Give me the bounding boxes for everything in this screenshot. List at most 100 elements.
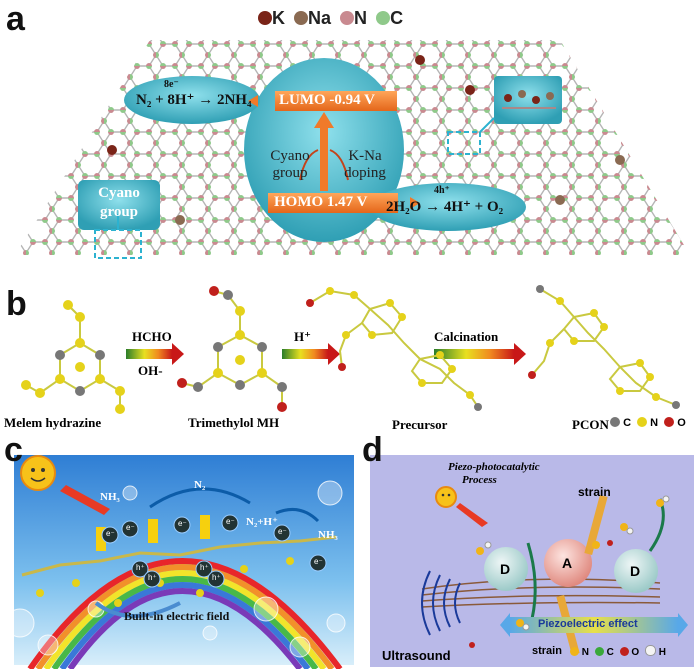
legend-n: N — [354, 8, 368, 28]
charge-label: h⁺ — [148, 573, 157, 582]
c-atom-icon — [610, 417, 620, 427]
sun-icon — [435, 486, 457, 508]
charge-label: e⁻ — [314, 557, 323, 566]
panel-a-canvas — [15, 40, 690, 259]
panel-c-canvas — [5, 455, 354, 669]
donor-right-label: D — [630, 563, 641, 579]
strain-arrow-top — [584, 494, 608, 556]
acceptor-label: A — [562, 555, 573, 571]
field-arrow — [94, 601, 181, 618]
electron-flow-arrow — [526, 542, 537, 620]
cyano-group-label: Cyano group — [270, 148, 310, 181]
panel-d-label: d — [362, 433, 383, 469]
cyano-highlight-box — [94, 229, 142, 259]
precursor-label: Precursor — [392, 417, 448, 432]
reaction-arrow-3 — [434, 349, 514, 359]
doping-curve-arrow — [329, 149, 349, 181]
step1-condition: OH- — [138, 363, 163, 378]
k-na-doping-label: K-Na doping — [344, 148, 386, 181]
na-atom-icon — [294, 11, 309, 25]
piezo-effect-bar — [510, 617, 678, 633]
charge-label: h⁺ — [212, 573, 221, 582]
pcon-label: PCON — [572, 417, 609, 432]
pcon-molecule — [531, 288, 677, 406]
panel-b: b HCHO OH- H⁺ Calcination Melem hydrazin… — [0, 283, 700, 433]
legend-na: Na — [308, 8, 332, 28]
o-atom-icon — [619, 647, 629, 656]
pcon-chain — [21, 535, 337, 577]
light-ray — [60, 485, 110, 515]
panel-d-canvas — [370, 455, 694, 667]
panel-c: c NH₃ N₂ N₂+H⁺ NH₃ Built-in electric fie… — [0, 433, 360, 669]
inset-atoms — [502, 90, 556, 109]
nh3-arrow — [275, 507, 320, 523]
o-atom-icon — [664, 417, 675, 427]
k-atom-icon — [258, 11, 272, 25]
water-reaction-holes: 4h⁺ — [434, 185, 450, 196]
strain-bottom-label: strain — [532, 645, 562, 657]
water-oxidation-bubble — [370, 183, 526, 231]
n-atom-icon — [637, 417, 648, 427]
ultrasound-waves — [421, 570, 461, 636]
n2-reaction-electrons: 8e⁻ — [164, 79, 179, 90]
c-atom-icon — [376, 11, 391, 25]
step3-condition: Calcination — [434, 329, 499, 344]
panel-a: a K Na N C 8e⁻ N₂ + 8H⁺ → 2NH₄ LUMO -0.9… — [0, 0, 700, 282]
lumo-label: LUMO -0.94 V — [279, 92, 375, 108]
bubbles — [5, 480, 346, 658]
n2-label: N₂ — [194, 479, 206, 491]
inset-pointer — [479, 117, 495, 133]
charge-label: h⁺ — [136, 563, 145, 572]
c-atom-icon — [594, 647, 604, 656]
lumo-bar — [275, 91, 397, 111]
charge-label: e⁻ — [278, 527, 287, 536]
panel-c-label: c — [4, 433, 23, 469]
legend-o: O — [631, 647, 640, 658]
melem-hydrazine-label: Melem hydrazine — [4, 415, 102, 430]
n-atom-icon — [340, 11, 355, 25]
water-reaction: 2H₂O → 4H⁺ + O₂ — [386, 199, 504, 215]
charge-label: e⁻ — [226, 517, 235, 526]
pcon-atom-legend: C N O — [610, 417, 686, 429]
donor-right-sphere — [614, 549, 658, 593]
homo-label: HOMO 1.47 V — [274, 194, 368, 210]
charge-label: e⁻ — [106, 529, 115, 538]
legend-c: C — [606, 647, 614, 658]
panel-d-atom-legend: N C O H — [570, 645, 666, 658]
trimethylol-mh-label: Trimethylol MH — [188, 415, 280, 430]
panel-d: d Piezo-photocatalytic Process strain D … — [360, 433, 700, 669]
cyano-group-box — [78, 180, 160, 230]
rainbow — [27, 558, 343, 669]
light-ray — [456, 503, 488, 527]
legend-o: O — [677, 417, 686, 429]
charge-carriers — [101, 514, 327, 588]
n2-proton-label: N₂+H⁺ — [246, 516, 278, 528]
band-arrows — [248, 95, 420, 209]
ultrasound-label: Ultrasound — [382, 648, 451, 663]
strain-top-label: strain — [578, 485, 611, 499]
panel-b-canvas — [21, 285, 680, 414]
doped-structure-inset — [494, 76, 562, 124]
cyano-box-label: Cyano group — [98, 185, 140, 220]
donor-left-label: D — [500, 561, 511, 577]
piezo-effect-label: Piezoelectric effect — [538, 618, 638, 630]
n2-reaction: N₂ + 8H⁺ → 2NH₄ — [136, 92, 252, 108]
atom-legend: K Na N C — [258, 8, 403, 29]
charge-label: h⁺ — [200, 563, 209, 572]
step2-reagent: H⁺ — [294, 329, 311, 344]
legend-c: C — [390, 8, 404, 28]
legend-k: K — [272, 8, 285, 28]
n-atom-icon — [570, 647, 579, 656]
acceptor-sphere — [544, 539, 592, 587]
reaction-arrow-2 — [282, 349, 328, 359]
piezo-photocatalytic-title: Piezo-photocatalytic Process — [448, 461, 540, 487]
nh3-left-label: NH₃ — [100, 491, 120, 503]
reaction-arrow-1 — [126, 349, 172, 359]
legend-n: N — [650, 417, 659, 429]
title-line-1: Piezo-photocatalytic — [448, 461, 540, 473]
panel-b-label: b — [6, 285, 27, 323]
nh3-right-label: NH₃ — [318, 529, 338, 541]
charge-separators — [96, 515, 210, 551]
step1-reagent: HCHO — [132, 329, 172, 344]
homo-bar — [268, 193, 398, 213]
